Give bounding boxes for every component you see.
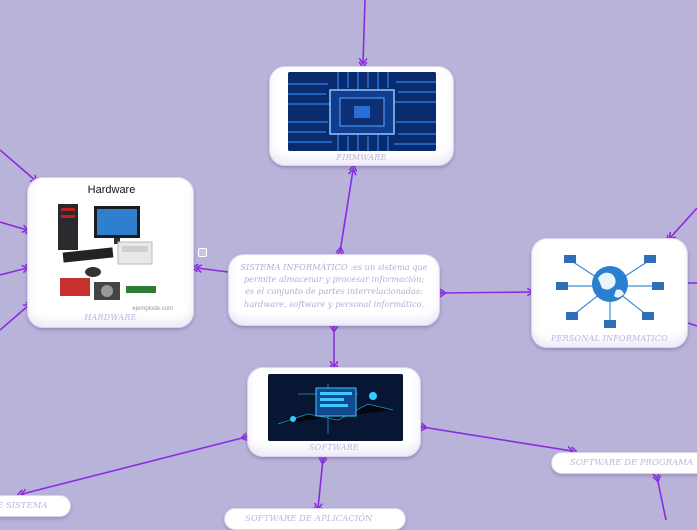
- link-hardware-left-4: [0, 305, 29, 331]
- central-node[interactable]: SISTEMA INFORMÁTICO :es un sistema que p…: [228, 254, 440, 326]
- hardware-image-title: Hardware: [87, 184, 136, 196]
- software-node[interactable]: SOFTWARE: [247, 367, 421, 457]
- software-label: SOFTWARE: [309, 443, 359, 452]
- link-hardware-left-2: [0, 221, 27, 230]
- link-top-firmware: [363, 0, 365, 63]
- link-central-firmware: [340, 170, 353, 252]
- link-central-hardware: [197, 268, 229, 272]
- software-de-aplicacion-label: SOFTWARE DE APLICACIÓN: [245, 514, 373, 524]
- personal-node[interactable]: PERSONAL INFORMATICO: [531, 238, 688, 348]
- software-de-programacion-label: SOFTWARE DE PROGRAMA: [570, 458, 694, 468]
- link-personal-right-3: [687, 322, 697, 327]
- hardware-node[interactable]: Hardware ejemplode.com HARDWARE: [27, 177, 194, 328]
- link-software-aplicacion: [318, 459, 323, 508]
- software-de-sistema-pill[interactable]: E SISTEMA: [0, 495, 71, 517]
- link-programacion-down: [657, 477, 667, 520]
- link-hardware-left-3: [0, 268, 27, 276]
- link-hardware-left-1: [0, 149, 36, 181]
- firmware-chip-image: [288, 72, 436, 151]
- central-text: SISTEMA INFORMÁTICO :es un sistema que p…: [240, 262, 428, 309]
- link-software-programacion: [422, 427, 572, 451]
- firmware-label: FIRMWARE: [336, 153, 387, 162]
- link-software-sistema: [22, 437, 246, 494]
- software-de-sistema-label: E SISTEMA: [0, 501, 48, 511]
- network-globe-image: [552, 246, 668, 330]
- note-icon[interactable]: [198, 248, 207, 257]
- software-de-programacion-pill[interactable]: SOFTWARE DE PROGRAMA: [551, 452, 697, 474]
- software-image: [268, 374, 403, 441]
- hardware-image-caption: ejemplode.com: [132, 306, 173, 312]
- hardware-image: Hardware ejemplode.com: [46, 182, 177, 313]
- hardware-label: HARDWARE: [84, 313, 137, 322]
- firmware-node[interactable]: FIRMWARE: [269, 66, 454, 166]
- link-central-personal: [441, 292, 532, 293]
- software-de-aplicacion-pill[interactable]: SOFTWARE DE APLICACIÓN: [224, 508, 406, 530]
- personal-label: PERSONAL INFORMATICO: [551, 334, 668, 343]
- link-personal-right-1: [670, 207, 697, 238]
